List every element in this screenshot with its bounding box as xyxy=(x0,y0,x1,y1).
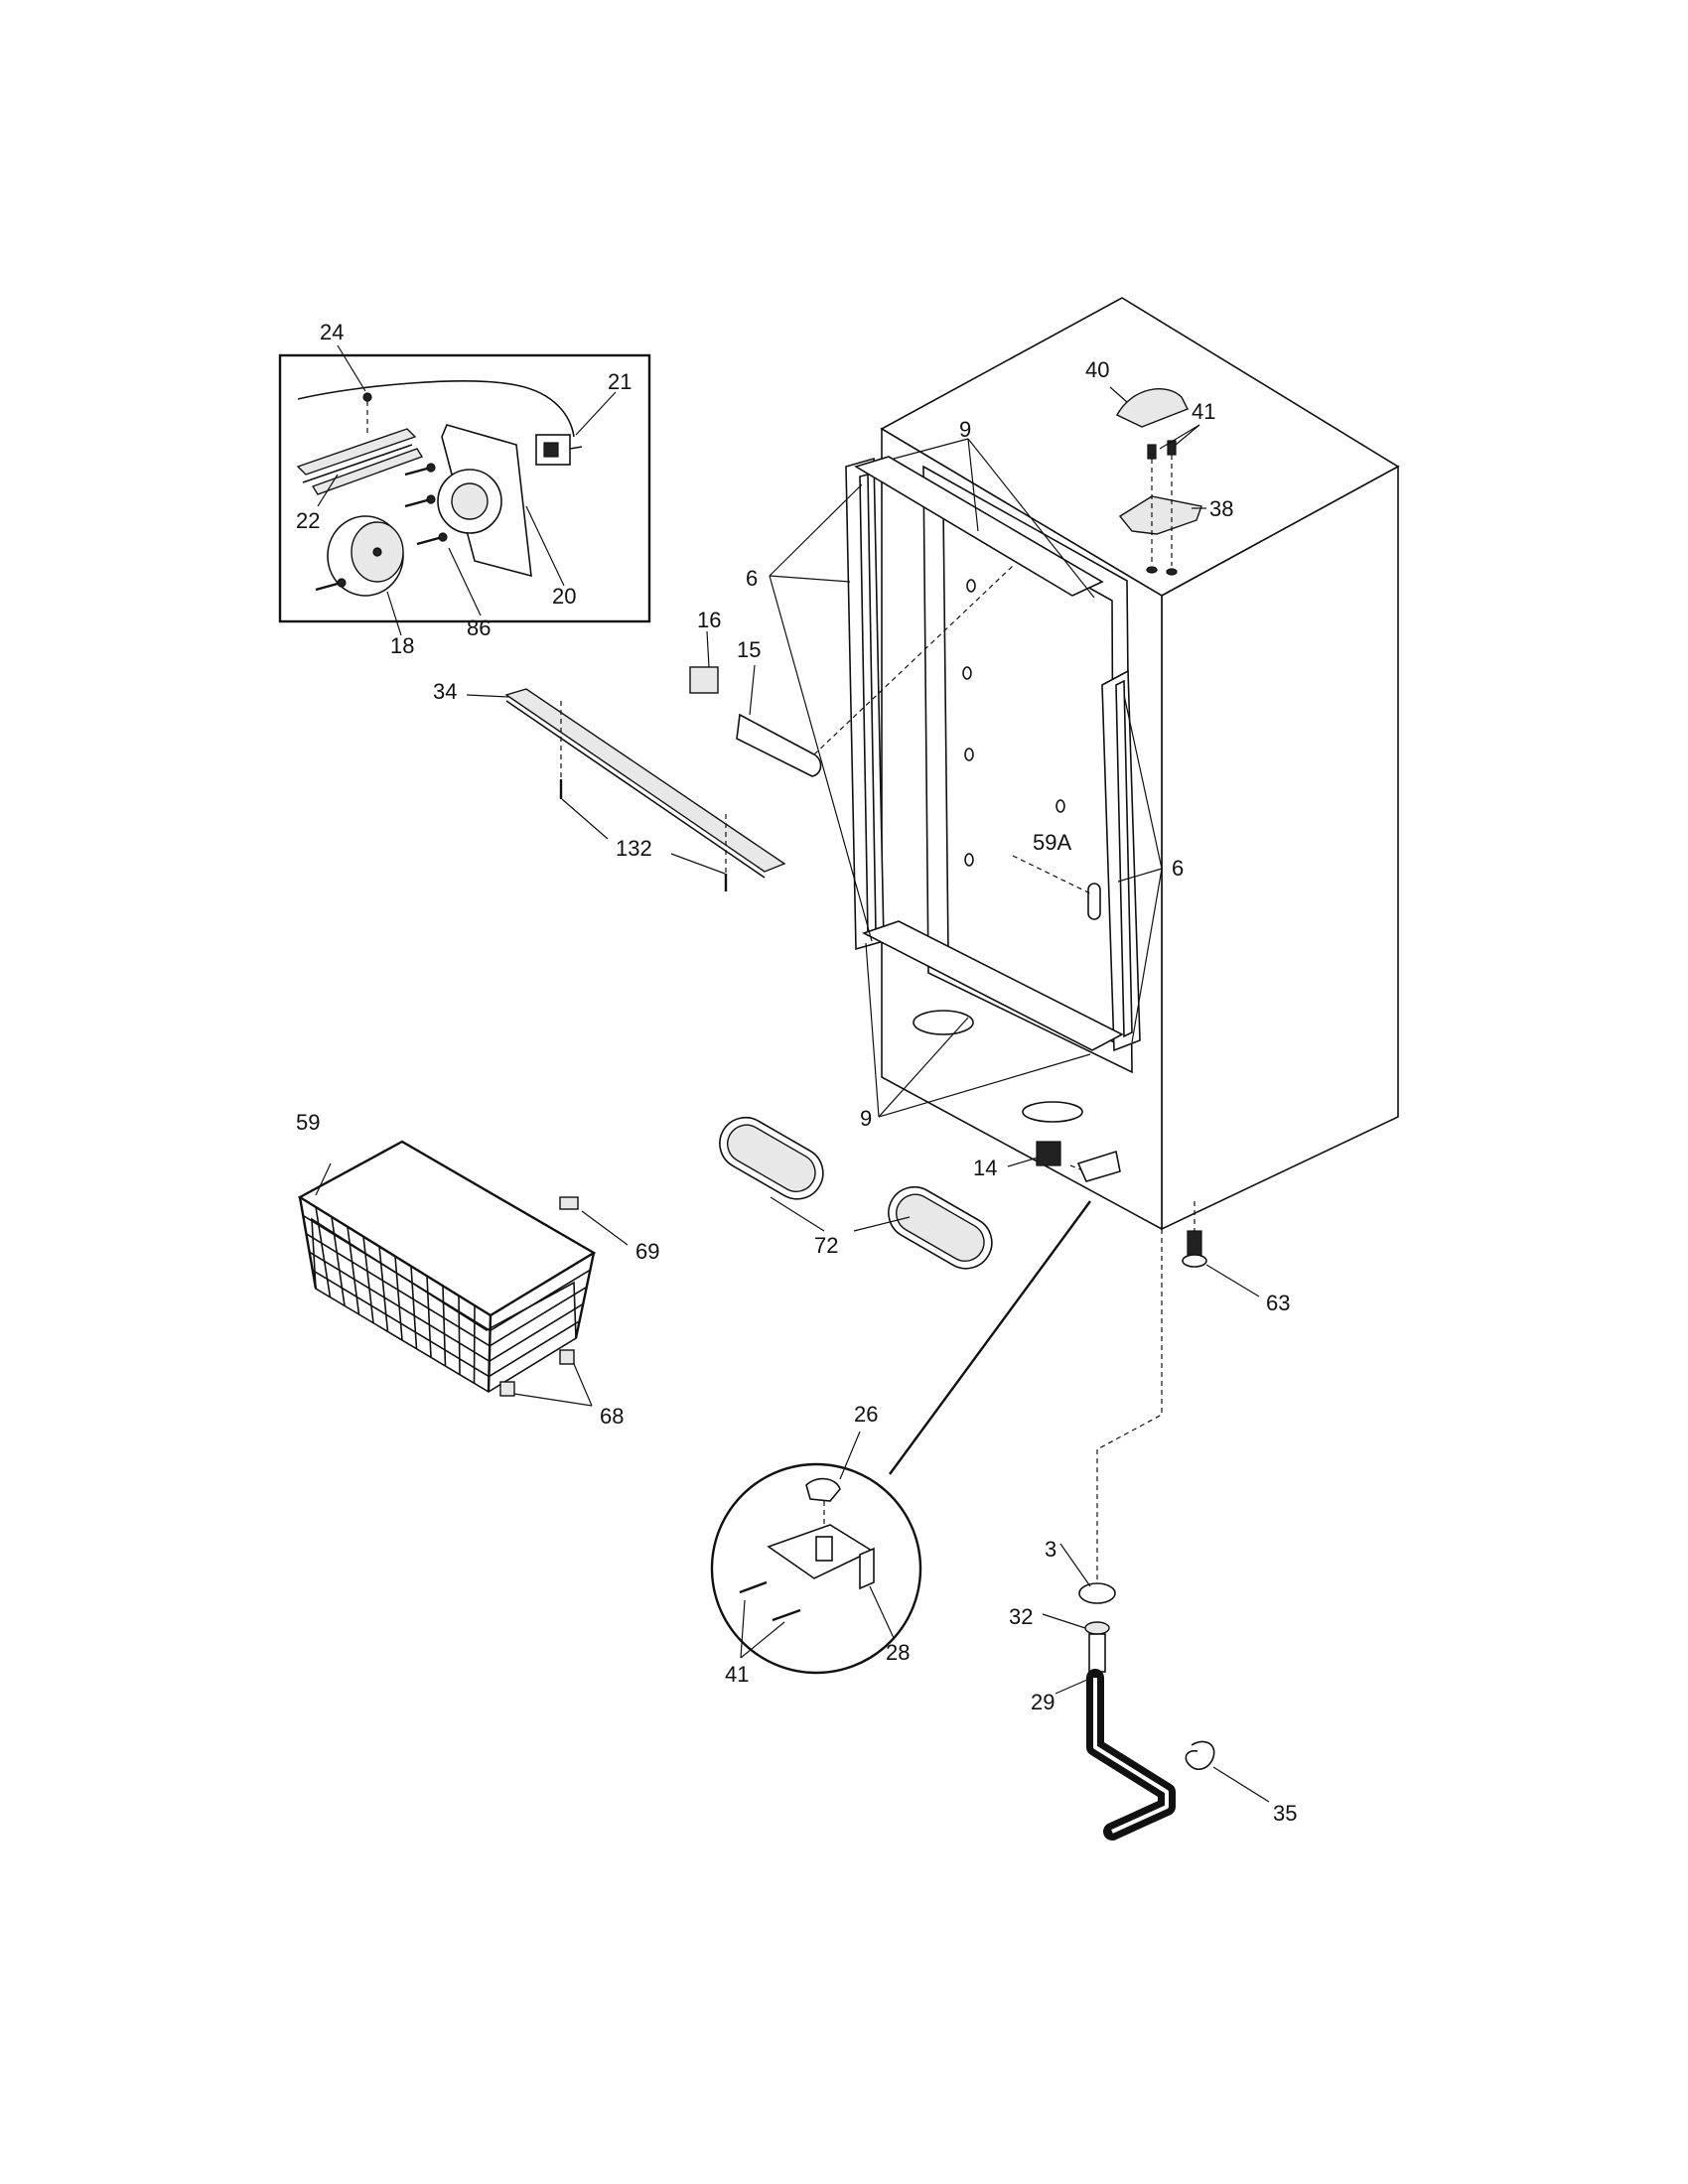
label-40: 40 xyxy=(1085,357,1109,382)
top-hinge-assembly xyxy=(1109,386,1206,576)
label-35: 35 xyxy=(1273,1801,1297,1826)
part-22-bracket xyxy=(296,428,424,495)
detail-connector-line xyxy=(889,1200,1091,1475)
drain-assembly xyxy=(1042,1543,1270,1841)
gasket-leaders xyxy=(769,438,1163,1118)
part-72-grilles xyxy=(719,1116,993,1270)
label-69: 69 xyxy=(635,1239,659,1264)
interior-holes xyxy=(962,579,1065,867)
inset-frame xyxy=(278,353,651,623)
part-59a-clip xyxy=(1012,855,1101,920)
part-41-screws-bottom xyxy=(739,1580,801,1622)
label-41-bottom: 41 xyxy=(725,1662,749,1687)
part-40-hinge-cover xyxy=(1116,388,1189,428)
label-32: 32 xyxy=(1009,1604,1033,1629)
label-6-left: 6 xyxy=(746,566,758,591)
label-22: 22 xyxy=(296,508,320,533)
label-9-top: 9 xyxy=(959,417,971,442)
wire-cord xyxy=(297,380,575,438)
label-34: 34 xyxy=(433,679,457,704)
label-26: 26 xyxy=(854,1402,878,1427)
callout-labels: 24 21 22 20 18 86 16 15 34 132 40 41 38 … xyxy=(296,320,1297,1826)
part-68-clip-a xyxy=(499,1381,515,1397)
inner-liner xyxy=(922,465,1133,1074)
part-16-thermostat xyxy=(689,666,719,694)
label-29: 29 xyxy=(1031,1690,1055,1714)
label-41-top: 41 xyxy=(1192,399,1215,424)
light-assembly-inset xyxy=(278,344,651,636)
part-69-clip xyxy=(559,1196,579,1210)
label-3: 3 xyxy=(1045,1537,1056,1562)
basket-wires xyxy=(299,1196,591,1393)
label-59: 59 xyxy=(296,1110,320,1135)
part-9-gasket-top xyxy=(854,456,1104,597)
thermostat-assembly xyxy=(689,565,1014,777)
label-16: 16 xyxy=(697,608,721,632)
label-68: 68 xyxy=(600,1404,624,1429)
part-35-clamp xyxy=(1185,1740,1215,1770)
label-59a: 59A xyxy=(1033,830,1071,855)
label-9-bottom: 9 xyxy=(860,1106,872,1131)
cabinet-body xyxy=(845,297,1400,1231)
part-3-plug xyxy=(1078,1582,1116,1604)
part-63-leg xyxy=(1182,1201,1260,1297)
part-132-screws xyxy=(559,779,728,891)
part-26-bushing xyxy=(805,1477,841,1502)
label-86: 86 xyxy=(467,615,491,640)
label-6-right: 6 xyxy=(1172,856,1184,881)
bottom-hinge-detail xyxy=(710,1431,922,1675)
label-15: 15 xyxy=(737,637,761,662)
label-21: 21 xyxy=(608,369,632,394)
label-18: 18 xyxy=(390,633,414,658)
basket-clips xyxy=(499,1196,629,1407)
label-72: 72 xyxy=(814,1233,838,1258)
part-86-screws xyxy=(315,463,448,592)
part-34-rail xyxy=(466,688,786,879)
label-132: 132 xyxy=(616,836,652,861)
part-14-bracket xyxy=(1007,1141,1121,1182)
drain-opening xyxy=(913,1010,974,1035)
part-6-gasket-left xyxy=(845,457,885,951)
part-18-bulb xyxy=(327,515,404,597)
detail-circle xyxy=(710,1462,922,1675)
part-20-socket-housing xyxy=(437,424,532,578)
label-38: 38 xyxy=(1209,496,1233,521)
part-21-switch xyxy=(535,434,583,466)
part-9-gasket-bottom xyxy=(861,920,1124,1051)
cabinet-side xyxy=(1161,465,1399,1231)
part-15-capillary xyxy=(736,713,822,777)
part-24-screw xyxy=(362,392,372,437)
drain-route xyxy=(1096,1229,1163,1588)
label-14: 14 xyxy=(973,1156,997,1180)
part-68-clip-b xyxy=(559,1349,575,1365)
label-63: 63 xyxy=(1266,1291,1290,1315)
label-24: 24 xyxy=(320,320,344,344)
part-59-basket xyxy=(297,1140,597,1393)
label-20: 20 xyxy=(552,584,576,609)
label-28: 28 xyxy=(886,1640,910,1665)
part-32-fitting xyxy=(1084,1621,1110,1635)
